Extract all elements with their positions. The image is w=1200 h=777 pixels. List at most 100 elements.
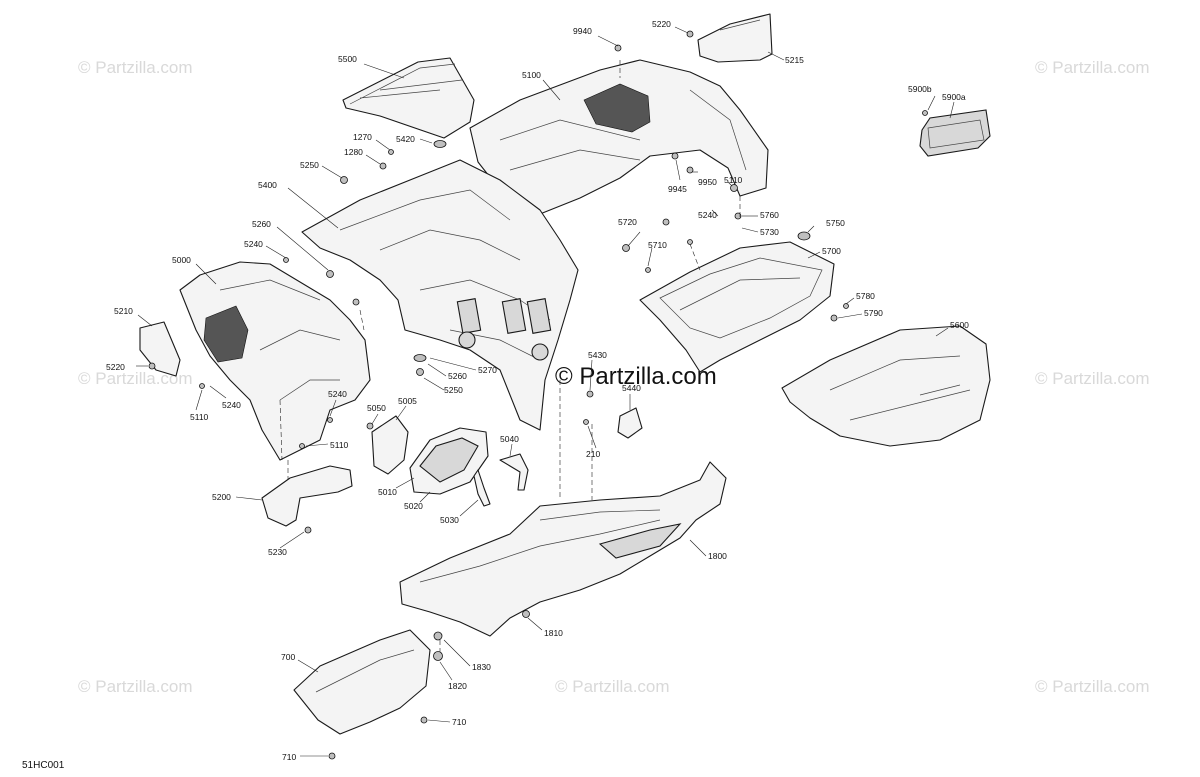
fastener-5230 — [304, 526, 312, 534]
watermark-bottom-left: © Partzilla.com — [78, 677, 193, 696]
label-5710: 5710 — [648, 240, 667, 250]
fastener-9940 — [614, 44, 622, 52]
label-5730: 5730 — [760, 227, 779, 237]
label-5720: 5720 — [618, 217, 637, 227]
fastener-1820 — [433, 651, 443, 661]
watermark-mid-left: © Partzilla.com — [78, 369, 193, 388]
watermark-center: © Partzilla.com — [555, 363, 717, 390]
label-5220-left: 5220 — [106, 362, 125, 372]
label-5110-low: 5110 — [330, 440, 349, 450]
label-5420: 5420 — [396, 134, 415, 144]
label-5050: 5050 — [367, 403, 386, 413]
label-5440: 5440 — [622, 383, 641, 393]
label-5500: 5500 — [338, 54, 357, 64]
fastener-5790 — [830, 314, 838, 322]
label-5250-low: 5250 — [444, 385, 463, 395]
diagram-code: 51HC001 — [22, 760, 65, 771]
part-5210-cap — [139, 321, 181, 377]
part-5900a-reflector — [919, 109, 991, 157]
part-5030-band — [473, 469, 491, 507]
fastener-5220-top — [686, 30, 694, 38]
grommet-5260 — [413, 354, 427, 362]
label-1810: 1810 — [544, 628, 563, 638]
fastener-5780 — [843, 303, 849, 309]
label-5100: 5100 — [522, 70, 541, 80]
fastener-5240-top — [283, 257, 289, 263]
label-710-b: 710 — [282, 752, 296, 762]
fastener-5710 — [645, 267, 651, 273]
fastener-5220-left — [148, 362, 156, 370]
watermark-top-right: © Partzilla.com — [1035, 58, 1150, 77]
fasteners — [148, 30, 928, 760]
watermark-mid-right: © Partzilla.com — [1035, 369, 1150, 388]
fastener-9950 — [686, 166, 694, 174]
fastener-210 — [583, 419, 589, 425]
label-5110-left: 5110 — [190, 412, 209, 422]
label-9950: 9950 — [698, 177, 717, 187]
label-5110-top: 5110 — [724, 175, 743, 185]
label-5760: 5760 — [760, 210, 779, 220]
part-5005-bracket — [371, 415, 409, 475]
fastener-1270 — [388, 149, 394, 155]
grommet-5750 — [797, 231, 811, 241]
label-5700: 5700 — [822, 246, 841, 256]
label-5020: 5020 — [404, 501, 423, 511]
fastener-5050 — [366, 422, 374, 430]
label-1800: 1800 — [708, 551, 727, 561]
fastener-9945 — [671, 152, 679, 160]
label-5230: 5230 — [268, 547, 287, 557]
fastener-1810 — [522, 610, 530, 618]
label-710-a: 710 — [452, 717, 466, 727]
fastener-1280 — [379, 162, 387, 170]
grommet-5420 — [433, 140, 447, 148]
assembly-lines — [279, 60, 741, 652]
label-5260-top: 5260 — [252, 219, 271, 229]
fastener-5760 — [734, 212, 742, 220]
part-700-plate — [293, 629, 431, 735]
label-5215: 5215 — [785, 55, 804, 65]
label-9945: 9945 — [668, 184, 687, 194]
label-5210: 5210 — [114, 306, 133, 316]
part-5010-gauge — [409, 427, 489, 495]
part-5000-fender — [179, 261, 371, 461]
part-5600-lid — [781, 325, 991, 447]
part-5215-panel — [697, 13, 773, 63]
fastener-5260-top — [326, 270, 334, 278]
part-5500-lid — [342, 57, 475, 139]
part-5200-handle — [261, 465, 353, 527]
label-5240-right: 5240 — [698, 210, 717, 220]
part-5400-frame — [301, 159, 579, 431]
fastener-5430 — [586, 390, 594, 398]
label-5200: 5200 — [212, 492, 231, 502]
part-labels: 9940 5220 5215 5500 5100 5900b 5900a 127… — [106, 19, 969, 762]
label-5005: 5005 — [398, 396, 417, 406]
label-1270: 1270 — [353, 132, 372, 142]
label-5900a: 5900a — [942, 92, 966, 102]
label-5430: 5430 — [588, 350, 607, 360]
label-5260-low: 5260 — [448, 371, 467, 381]
label-700: 700 — [281, 652, 295, 662]
part-1800-console — [399, 461, 727, 637]
part-5700-bin — [639, 241, 835, 373]
label-5780: 5780 — [856, 291, 875, 301]
label-5220-top: 5220 — [652, 19, 671, 29]
label-5240-top: 5240 — [244, 239, 263, 249]
fastener-5900b — [922, 110, 928, 116]
fastener-5110-top — [730, 184, 738, 192]
label-5240-left: 5240 — [222, 400, 241, 410]
leader-lines — [136, 26, 955, 757]
label-5750: 5750 — [826, 218, 845, 228]
label-5240-low: 5240 — [328, 389, 347, 399]
label-5010: 5010 — [378, 487, 397, 497]
part-5040-band — [499, 453, 529, 491]
label-5790: 5790 — [864, 308, 883, 318]
fastener-5250-top — [340, 176, 348, 184]
fastener-5240-low — [327, 417, 333, 423]
fastener-710-b — [328, 752, 336, 760]
part-5440-clip — [617, 407, 643, 439]
watermark-top-left: © Partzilla.com — [78, 58, 193, 77]
label-210: 210 — [586, 449, 600, 459]
watermark-bottom-center: © Partzilla.com — [555, 677, 670, 696]
label-5030: 5030 — [440, 515, 459, 525]
